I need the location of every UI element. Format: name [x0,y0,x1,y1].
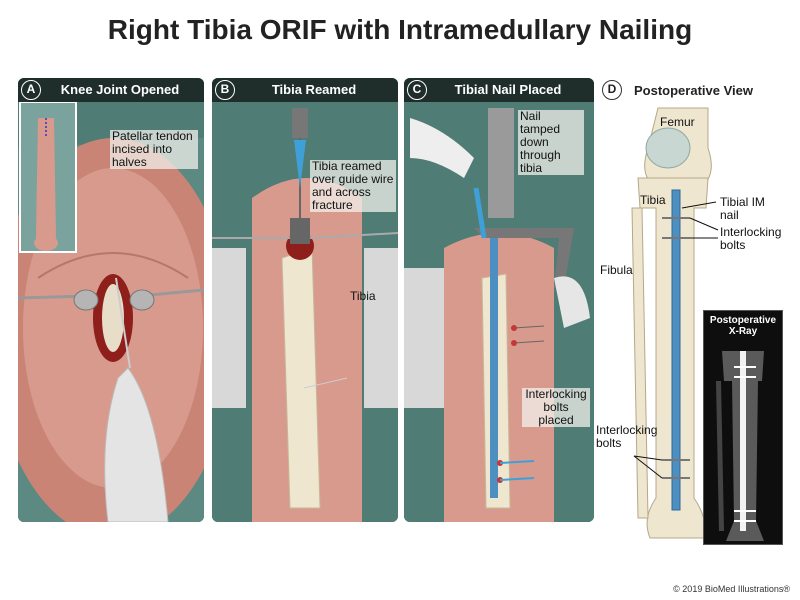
panel-d-heading: Postoperative View [634,83,753,98]
panel-a-letter: A [21,80,41,100]
femur-label: Femur [660,115,695,129]
panel-b-tibia-reamed: B Tibia Reamed Tibia reamed over guide w… [212,78,398,522]
panel-c-heading: Tibial Nail Placed [454,82,562,97]
postoperative-xray: Postoperative X-Ray [703,310,783,545]
panel-b-header: B Tibia Reamed [212,78,398,102]
interlocking-bolts-top-label: Interlocking bolts [720,225,782,252]
panel-c-header: C Tibial Nail Placed [404,78,594,102]
tibia-label-b: Tibia [350,289,376,303]
panel-c-tibial-nail-placed: C Tibial Nail Placed Nail tamped down th… [404,78,594,522]
interlocking-bolts-placed-label: Interlocking bolts placed [522,388,590,427]
panel-a-heading: Knee Joint Opened [60,82,180,97]
panel-d-letter: D [602,80,622,100]
panel-a-knee-joint-opened: A Knee Joint Opened Patellar tendon inci… [18,78,204,522]
xray-title: Postoperative X-Ray [709,315,777,337]
tibia-reamed-label: Tibia reamed over guide wire and across … [310,160,396,212]
tibial-im-nail-label: Tibial IM nail [720,195,765,222]
interlocking-bolts-bottom-label: Interlocking bolts [596,423,658,450]
panel-a-header: A Knee Joint Opened [18,78,204,102]
page-title: Right Tibia ORIF with Intramedullary Nai… [107,14,693,45]
patellar-tendon-label: Patellar tendon incised into halves [110,130,198,169]
copyright-notice: © 2019 BioMed Illustrations® [673,584,790,594]
panel-d-postoperative-view: D Postoperative View Femur Tibia Tibial … [596,78,798,558]
postoperative-bone-illustration [631,107,719,539]
panel-c-letter: C [407,80,427,100]
panel-b-heading: Tibia Reamed [271,82,357,97]
tibia-label-d: Tibia [640,193,666,207]
panel-b-letter: B [215,80,235,100]
xray-image [716,351,764,541]
nail-tamped-label: Nail tamped down through tibia [518,110,584,175]
fibula-label: Fibula [600,263,633,277]
tibia-reaming-illustration [212,78,398,522]
